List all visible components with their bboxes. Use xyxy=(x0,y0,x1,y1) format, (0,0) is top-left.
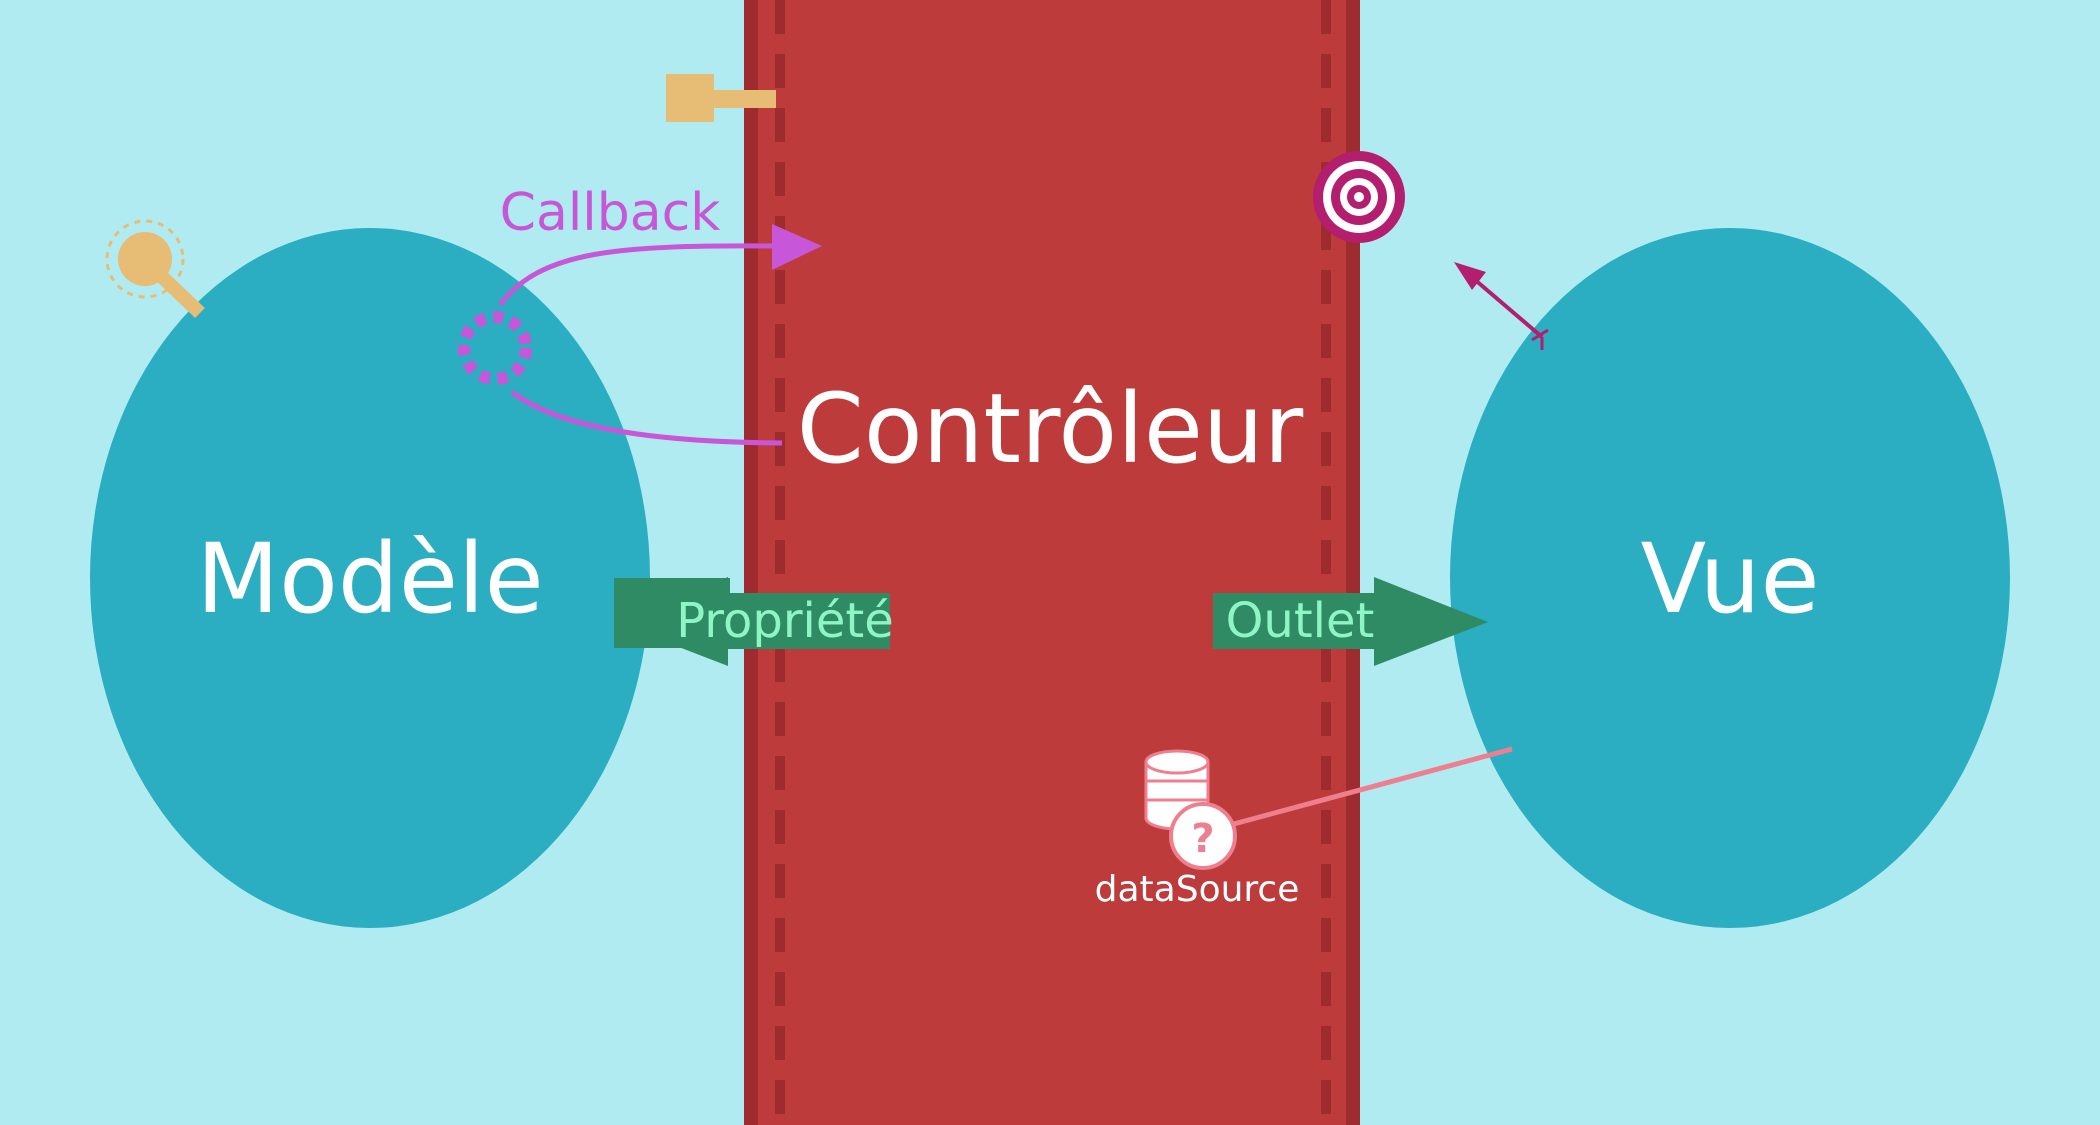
property-label: Propriété xyxy=(676,593,894,649)
view-label: Vue xyxy=(1640,523,1819,635)
view-ellipse xyxy=(1450,228,2010,928)
controller-label: Contrôleur xyxy=(797,373,1304,485)
controller-band xyxy=(744,0,1360,1125)
datasource-label: dataSource xyxy=(1095,869,1300,910)
callback-label: Callback xyxy=(500,183,721,243)
key-icon xyxy=(666,74,776,122)
property-arrow xyxy=(614,577,890,666)
model-label: Modèle xyxy=(196,523,543,635)
question-mark: ? xyxy=(1191,816,1214,862)
key-icon xyxy=(105,219,205,319)
model-ellipse xyxy=(90,228,650,928)
target-arrow xyxy=(1454,262,1549,350)
target-icon xyxy=(1313,151,1405,243)
outlet-arrow xyxy=(1213,577,1488,666)
dashed-ring-icon xyxy=(458,311,532,385)
outlet-label: Outlet xyxy=(1226,593,1375,649)
datasource-link xyxy=(1229,746,1513,828)
database-icon xyxy=(1144,749,1237,870)
callback-arrow xyxy=(497,224,822,446)
